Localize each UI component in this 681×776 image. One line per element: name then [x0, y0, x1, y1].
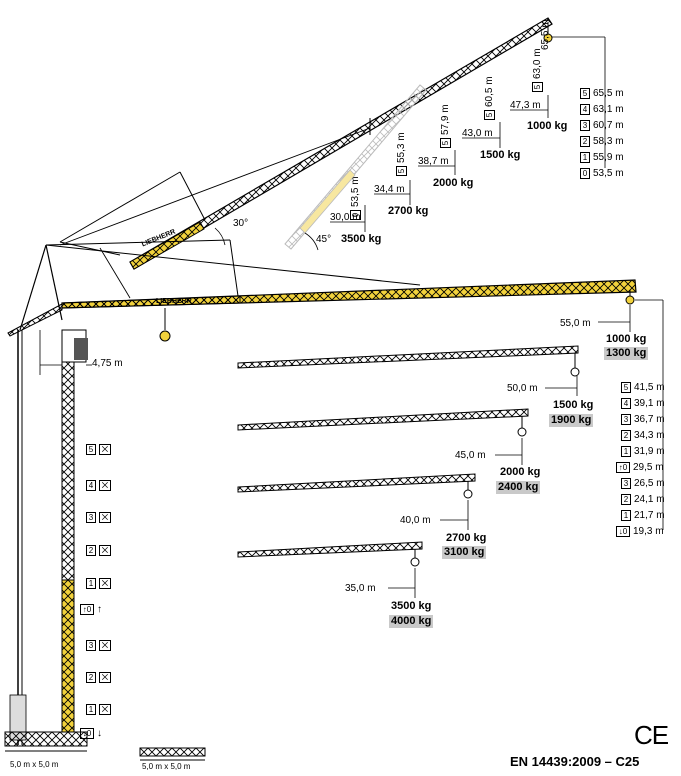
- luffing-load-3: 1500 kg: [480, 149, 521, 161]
- angle-label-45: 45°: [316, 234, 332, 245]
- horizontal-radius-2: 45,0 m: [455, 450, 486, 461]
- luffing-height-0: 053,5 m: [350, 176, 361, 220]
- standard-label: EN 14439:2009 – C25: [510, 754, 640, 769]
- luffing-jib-30: [59, 17, 606, 270]
- horizontal-load-alt-2: 2400 kg: [496, 481, 541, 494]
- horizontal-jib-40: [237, 473, 476, 530]
- luffing-height-1: 555,3 m: [396, 132, 407, 176]
- luffing-jib-45: [284, 84, 427, 250]
- horizontal-load-1: 1500 kg: [553, 399, 594, 411]
- luffing-load-1: 2700 kg: [388, 205, 429, 217]
- brand-label-main-jib: LIEBHERR: [156, 298, 192, 305]
- angle-arc-30: [214, 227, 226, 246]
- jib-offset-label: 4,75 m: [92, 358, 123, 369]
- mast-section: 3⨉: [86, 512, 114, 523]
- horizontal-load-4: 3500 kg: [391, 600, 432, 612]
- mast-section: 1⨉: [86, 578, 114, 589]
- luffing-height-5: 65,5 m: [540, 19, 551, 50]
- luffing-radius-0: 30,0 m: [330, 212, 361, 223]
- horizontal-load-alt-4: 4000 kg: [389, 615, 434, 628]
- luffing-height-3: 560,5 m: [484, 76, 495, 120]
- mast-section: 2⨉: [86, 672, 114, 683]
- mast-section: 5⨉: [86, 444, 114, 455]
- luffing-load-4: 1000 kg: [527, 120, 568, 132]
- mast-section: ↑0↑: [80, 604, 102, 615]
- luffing-dimension-lines: [330, 95, 549, 232]
- horizontal-load-0: 1000 kg: [606, 333, 647, 345]
- horizontal-jib-50: [237, 345, 580, 396]
- horizontal-radius-1: 50,0 m: [507, 383, 538, 394]
- luffing-radius-4: 47,3 m: [510, 100, 541, 111]
- horizontal-load-alt-1: 1900 kg: [549, 414, 594, 427]
- horizontal-radius-0: 55,0 m: [560, 318, 591, 329]
- horizontal-load-alt-3: 3100 kg: [442, 546, 487, 559]
- horizontal-jib-35: [237, 541, 423, 598]
- horizontal-jib-45: [237, 408, 529, 465]
- luffing-load-0: 3500 kg: [341, 233, 382, 245]
- horizontal-radius-4: 35,0 m: [345, 583, 376, 594]
- mast-section: ↓0↓: [80, 728, 102, 739]
- base-size-label-2: 5,0 m x 5,0 m: [142, 762, 191, 771]
- horizontal-load-2: 2000 kg: [500, 466, 541, 478]
- horizontal-load-3: 2700 kg: [446, 532, 487, 544]
- mast-section: 3⨉: [86, 640, 114, 651]
- luffing-radius-3: 43,0 m: [462, 128, 493, 139]
- mast-section: 4⨉: [86, 480, 114, 491]
- tower-mast: [4, 244, 92, 752]
- horizontal-load-alt-0: 1300 kg: [604, 347, 649, 360]
- angle-label-30: 30°: [233, 218, 249, 229]
- mast-section: 2⨉: [86, 545, 114, 556]
- horizontal-radius-3: 40,0 m: [400, 515, 431, 526]
- ce-mark: CE: [634, 720, 669, 750]
- tower-base-2: [139, 747, 206, 761]
- mast-section: 1⨉: [86, 704, 114, 715]
- angle-arc-45: [304, 232, 319, 251]
- horizontal-jib-main: [7, 239, 664, 530]
- luffing-height-4: 563,0 m: [532, 48, 543, 92]
- luffing-radius-1: 34,4 m: [374, 184, 405, 195]
- base-size-label-1: 5,0 m x 5,0 m: [10, 760, 59, 769]
- luffing-height-2: 557,9 m: [440, 104, 451, 148]
- luffing-load-2: 2000 kg: [433, 177, 474, 189]
- luffing-radius-2: 38,7 m: [418, 156, 449, 167]
